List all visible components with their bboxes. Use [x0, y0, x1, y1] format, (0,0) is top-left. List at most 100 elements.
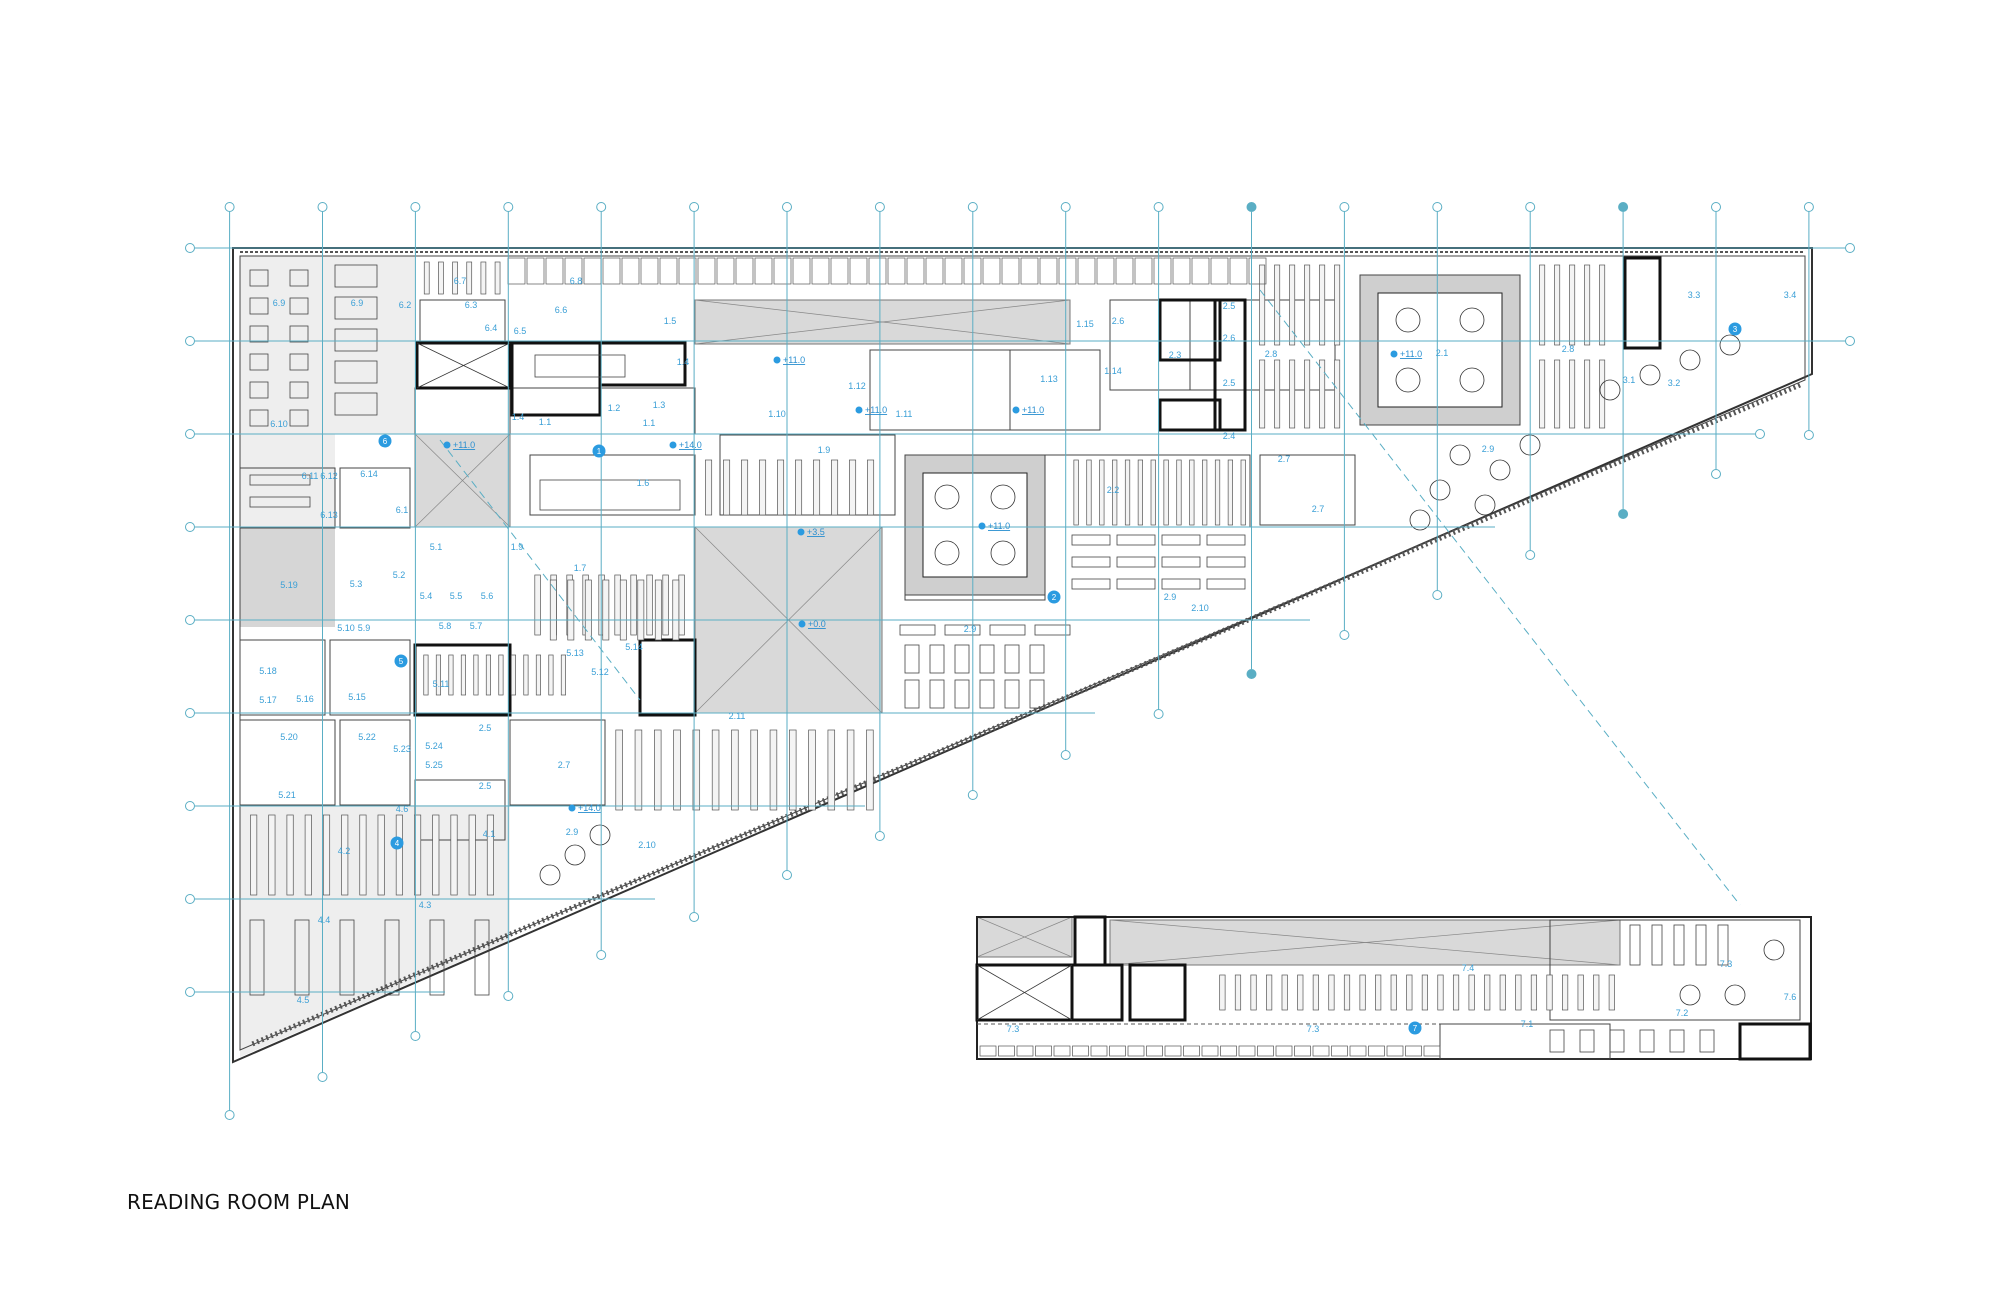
- carrel-desk: [830, 257, 849, 285]
- room-number-label: 5.9: [358, 623, 371, 633]
- bookshelf: [1150, 459, 1156, 526]
- bookshelf: [789, 729, 797, 811]
- carrel-desk: [1229, 257, 1248, 285]
- room-number-label: 3.1: [1623, 375, 1636, 385]
- core-wall: [1158, 398, 1222, 432]
- room-number-label: 7.2: [1676, 1008, 1689, 1018]
- level-mark-label: +11.0: [1022, 405, 1044, 415]
- room-number-label: 2.5: [1223, 301, 1236, 311]
- grid-marker: [1525, 202, 1536, 212]
- table: [249, 297, 269, 315]
- grid-marker: [596, 202, 607, 212]
- room: [1009, 349, 1101, 431]
- room-number-label: 6.9: [351, 298, 364, 308]
- bookshelf: [494, 261, 501, 295]
- grid-marker: [410, 1031, 421, 1041]
- bookshelf: [286, 814, 294, 896]
- grid-marker: [1755, 429, 1765, 439]
- zone-badge-number: 2: [1052, 593, 1057, 602]
- bookshelf: [1406, 974, 1413, 1011]
- table: [1629, 924, 1641, 966]
- carrel-desk: [735, 257, 754, 285]
- room-number-label: 6.1: [396, 505, 409, 515]
- room-number-label: 6.2: [399, 300, 412, 310]
- room: [529, 454, 696, 516]
- bookshelf: [1214, 459, 1221, 526]
- room-number-label: 3.4: [1784, 290, 1797, 300]
- carrel-desk: [1172, 257, 1191, 285]
- bookshelf: [584, 579, 592, 641]
- carrel-desk: [716, 257, 735, 285]
- bookshelf: [1468, 974, 1475, 1011]
- grid-marker: [503, 202, 514, 212]
- bookshelf: [1421, 974, 1428, 1011]
- grid-marker: [317, 1072, 328, 1082]
- room-number-label: 4.5: [297, 995, 310, 1005]
- grid-marker: [782, 870, 792, 880]
- carrel-desk: [1035, 1045, 1052, 1057]
- room-number-label: 2.10: [638, 840, 656, 850]
- grid-marker: [782, 202, 792, 212]
- carrel-desk: [1191, 257, 1210, 285]
- room-number-label: 2.4: [1223, 431, 1236, 441]
- room: [509, 387, 696, 435]
- carrel-desk: [1220, 1045, 1237, 1057]
- room-number-label: 7.6: [1784, 992, 1797, 1002]
- core-wall: [1213, 298, 1247, 432]
- table: [1699, 1029, 1715, 1053]
- bookshelf: [1539, 359, 1546, 429]
- table: [334, 296, 378, 320]
- bookshelf: [1599, 359, 1606, 429]
- round-table: [1429, 479, 1451, 501]
- table: [1116, 556, 1156, 568]
- bookshelf: [777, 459, 785, 516]
- round-table: [1679, 984, 1701, 1006]
- room-number-label: 7.3: [1007, 1024, 1020, 1034]
- bookshelf: [322, 814, 331, 896]
- level-mark-label: +0.0: [808, 619, 826, 629]
- carrel-desk: [1096, 257, 1115, 285]
- level-marker-icon: [669, 441, 677, 449]
- table: [249, 325, 269, 343]
- bookshelf: [1099, 459, 1105, 526]
- table: [1695, 924, 1707, 966]
- bookshelf: [423, 261, 430, 295]
- room: [869, 349, 1011, 431]
- bookshelf: [711, 729, 720, 811]
- bookshelf: [731, 729, 739, 811]
- bookshelf: [1359, 974, 1366, 1011]
- carrel-desk: [1109, 1045, 1126, 1057]
- bookshelf: [808, 729, 816, 811]
- round-table: [934, 484, 960, 510]
- carrel-desk: [1386, 1045, 1404, 1057]
- bookshelf: [1281, 974, 1288, 1011]
- bookshelf: [1304, 264, 1311, 346]
- room-number-label: 5.4: [420, 591, 433, 601]
- table: [249, 496, 311, 508]
- reading-pods: [904, 274, 1521, 596]
- bookshelf: [1266, 974, 1273, 1011]
- core-wall: [598, 341, 687, 387]
- table: [249, 269, 269, 287]
- grid-marker: [185, 243, 195, 253]
- bookshelf: [673, 729, 681, 811]
- carrel-desk: [564, 257, 583, 285]
- table: [904, 679, 920, 709]
- room-number-label: 1.9: [818, 445, 831, 455]
- bookshelf: [646, 574, 653, 636]
- bookshelf: [630, 574, 637, 636]
- grid-marker: [224, 1110, 235, 1120]
- room-number-label: 6.14: [360, 469, 378, 479]
- core-wall: [1623, 256, 1662, 350]
- room-number-label: 6.3: [465, 300, 478, 310]
- grid-marker: [1153, 709, 1164, 719]
- room-number-label: 1.13: [1040, 374, 1058, 384]
- bookshelf: [450, 814, 458, 896]
- bookshelf: [827, 729, 836, 811]
- room-number-label: 5.17: [259, 695, 277, 705]
- table: [249, 474, 311, 486]
- table: [289, 409, 309, 427]
- table: [899, 624, 936, 636]
- table: [339, 919, 355, 996]
